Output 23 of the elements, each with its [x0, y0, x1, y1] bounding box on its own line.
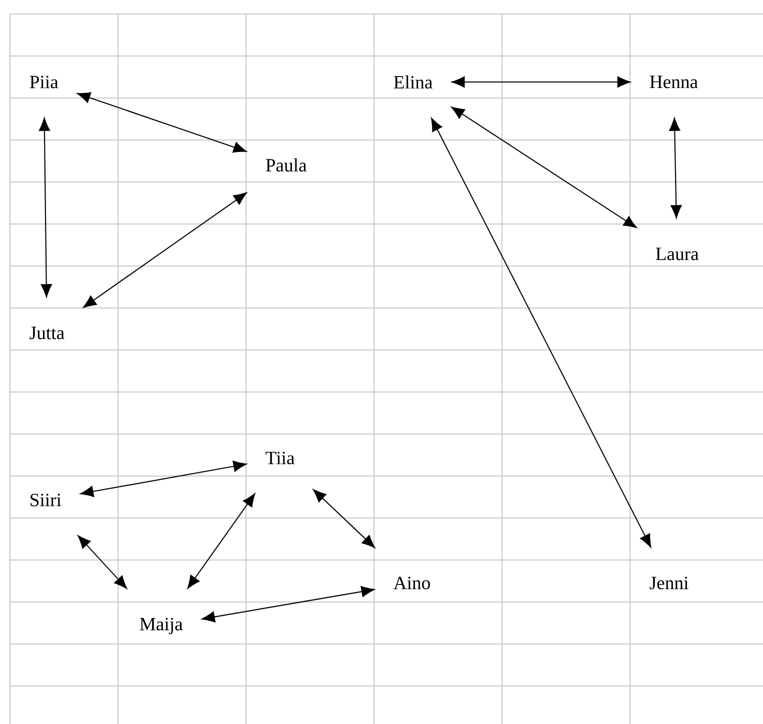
arrow [431, 118, 652, 548]
arrow [77, 92, 247, 153]
name-label: Laura [656, 248, 699, 260]
name-label: Paula [266, 158, 307, 172]
name-label: Jutta [30, 326, 64, 340]
arrow [313, 489, 376, 548]
name-label: Aino [394, 576, 430, 590]
name-label: Siiri [30, 494, 62, 506]
name-label: Jenni [650, 576, 688, 590]
arrow [451, 106, 637, 228]
name-label: Piia [30, 76, 58, 88]
arrow [78, 535, 128, 589]
arrow [452, 76, 631, 88]
name-label: Henna [650, 76, 698, 88]
name-label: Elina [394, 75, 432, 89]
name-label: Maija [140, 618, 183, 634]
arrow [202, 586, 375, 622]
arrow [80, 460, 247, 498]
arrow [38, 118, 52, 298]
arrow [83, 192, 247, 308]
name-label: Tiia [266, 452, 294, 464]
arrow [669, 118, 682, 218]
arrow [187, 493, 256, 589]
